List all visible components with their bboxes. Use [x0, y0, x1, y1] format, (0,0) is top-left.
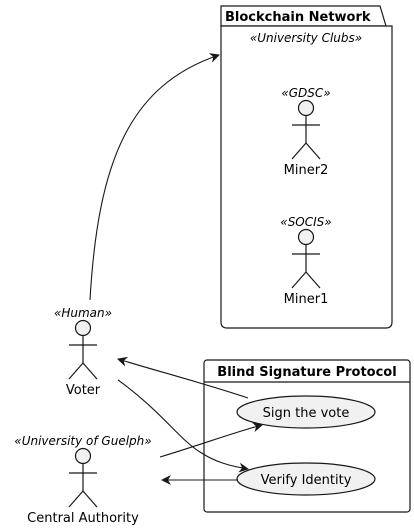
actor-name: Miner2 [284, 163, 329, 178]
actor-stereotype: «Human» [54, 306, 112, 320]
actor-stereotype: «SOCIS» [280, 215, 331, 229]
usecase-ellipse [236, 395, 376, 429]
arrow-authority-to-sign [159, 422, 263, 458]
package-title: Blockchain Network [225, 10, 371, 25]
usecase-label: Verify Identity [261, 473, 352, 488]
actor-stereotype: «GDSC» [281, 86, 330, 100]
package-stereotype: «University Clubs» [250, 31, 362, 45]
actor-stereotype: «University of Guelph» [14, 434, 151, 448]
actor-miner1: «SOCIS» Miner1 [280, 215, 331, 307]
actor-name: Central Authority [27, 511, 139, 526]
usecase-sign-the-vote: Sign the vote [236, 395, 376, 429]
arrow-voter-to-verify [117, 379, 249, 473]
stick-figure-icon [68, 447, 98, 508]
connectors [89, 53, 263, 485]
usecase-label: Sign the vote [263, 406, 350, 421]
stick-figure-icon [291, 99, 321, 160]
actor-miner2: «GDSC» Miner2 [281, 86, 330, 178]
blockchain-network-package: Blockchain Network «University Clubs» [220, 5, 393, 329]
arrow-voter-to-blockchain [89, 53, 220, 301]
actor-name: Miner1 [284, 292, 329, 307]
actor-central-authority: «University of Guelph» Central Authority [14, 434, 151, 526]
stick-figure-icon [68, 319, 98, 380]
usecase-ellipse [236, 462, 376, 496]
arrow-sign-to-voter [117, 356, 249, 399]
usecase-verify-identity: Verify Identity [236, 462, 376, 496]
stick-figure-icon [291, 228, 321, 289]
actor-name: Voter [66, 383, 101, 398]
actor-voter: «Human» Voter [54, 306, 112, 398]
package-body [220, 25, 393, 329]
package-title: Blind Signature Protocol [217, 365, 396, 380]
